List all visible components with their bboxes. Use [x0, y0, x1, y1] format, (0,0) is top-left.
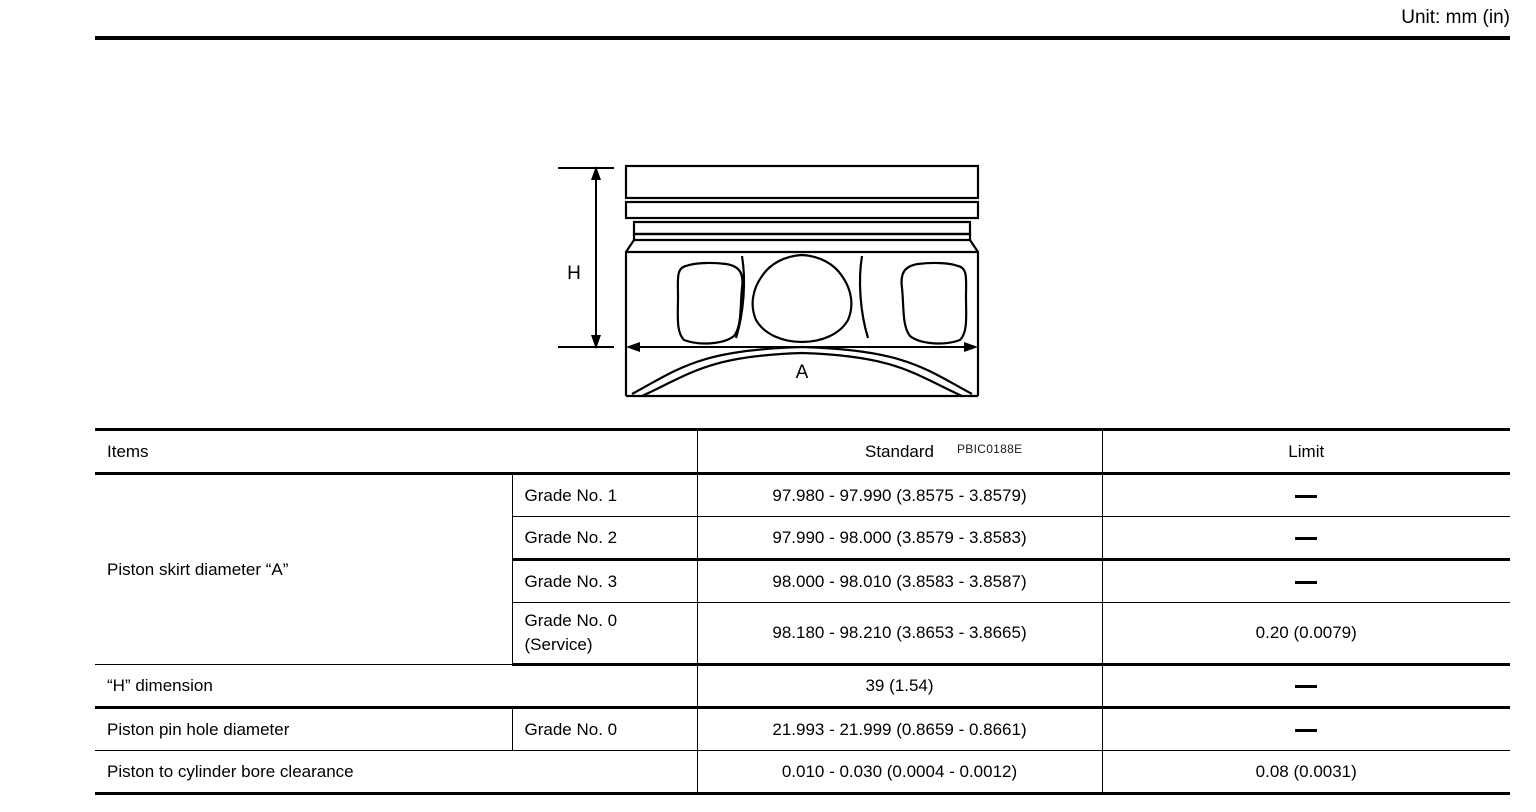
item-piston-to-bore-clearance: Piston to cylinder bore clearance: [95, 750, 698, 794]
piston-right-pocket: [900, 261, 968, 345]
piston-right-contour: [858, 255, 870, 339]
piston-left-pocket: [676, 261, 744, 345]
piston-pin-boss: [751, 253, 853, 344]
unit-note: Unit: mm (in): [1401, 7, 1510, 28]
table-header-row: Items Standard Limit: [95, 429, 1510, 475]
limit-value: [1101, 664, 1510, 709]
standard-value: 21.993 - 21.999 (0.8659 - 0.8661): [696, 707, 1103, 751]
h-arrow-down: [591, 335, 601, 349]
standard-value: 97.980 - 97.990 (3.8575 - 3.8579): [696, 473, 1103, 517]
limit-value: 0.08 (0.0031): [1101, 750, 1510, 794]
header-standard: Standard: [696, 429, 1103, 475]
table-row: Grade No. 2 97.990 - 98.000 (3.8579 - 3.…: [95, 516, 1510, 561]
standard-value: 39 (1.54): [696, 664, 1103, 709]
header-items: Items: [95, 429, 698, 475]
grade-label-line1: Grade No. 0: [524, 611, 618, 630]
a-dimension-label: A: [796, 362, 809, 383]
header-divider: [95, 36, 1510, 40]
standard-value: 98.000 - 98.010 (3.8583 - 3.8587): [696, 559, 1103, 603]
grade-label: Grade No. 0: [511, 707, 698, 751]
piston-left-contour: [734, 255, 746, 339]
h-arrow-up: [591, 166, 601, 180]
header-limit: Limit: [1101, 429, 1510, 475]
table-row: Piston skirt diameter “A” Grade No. 1 97…: [95, 473, 1510, 665]
piston-diagram-svg: H A: [558, 164, 980, 398]
piston-crown-band: [624, 164, 980, 200]
standard-value: 97.990 - 98.000 (3.8579 - 3.8583): [696, 516, 1103, 561]
dash-icon: [1295, 494, 1318, 498]
piston-second-ring-band: [624, 200, 980, 220]
table-row: Piston to cylinder bore clearance 0.010 …: [95, 750, 1510, 794]
dash-icon: [1295, 536, 1318, 540]
table-row: Grade No. 0 (Service) 98.180 - 98.210 (3…: [95, 602, 1510, 666]
limit-value: 0.20 (0.0079): [1101, 602, 1510, 666]
limit-value: [1101, 559, 1510, 603]
grade-label: Grade No. 1: [511, 473, 698, 517]
dash-icon: [1295, 728, 1318, 732]
h-dimension-label: H: [567, 263, 581, 284]
table-row: “H” dimension 39 (1.54): [95, 664, 1510, 709]
dash-icon: [1295, 580, 1318, 584]
table-row: Piston pin hole diameter Grade No. 0 21.…: [95, 707, 1510, 751]
piston-spec-table: Items Standard Limit Piston skirt diamet…: [95, 428, 1510, 795]
standard-value: 0.010 - 0.030 (0.0004 - 0.0012): [696, 750, 1103, 794]
a-arrow-left: [626, 342, 640, 352]
item-piston-skirt-diameter: Piston skirt diameter “A”: [95, 473, 513, 665]
piston-third-ring-band: [632, 220, 972, 236]
piston-underside-arch-inner: [641, 351, 963, 397]
standard-value: 98.180 - 98.210 (3.8653 - 3.8665): [696, 602, 1103, 666]
limit-value: [1101, 516, 1510, 561]
grade-label: Grade No. 2: [511, 516, 698, 561]
limit-value: [1101, 473, 1510, 517]
item-h-dimension: “H” dimension: [95, 664, 698, 709]
dash-icon: [1295, 685, 1318, 689]
limit-value: [1101, 707, 1510, 751]
a-arrow-right: [964, 342, 978, 352]
grade-label: Grade No. 0 (Service): [511, 602, 698, 666]
piston-oil-ring-band: [632, 232, 972, 242]
grade-label-line2: (Service): [524, 635, 593, 654]
piston-figure: H A PBIC0188E: [0, 44, 1536, 456]
grade-label: Grade No. 3: [511, 559, 698, 603]
item-piston-pin-hole-diameter: Piston pin hole diameter: [95, 707, 513, 751]
